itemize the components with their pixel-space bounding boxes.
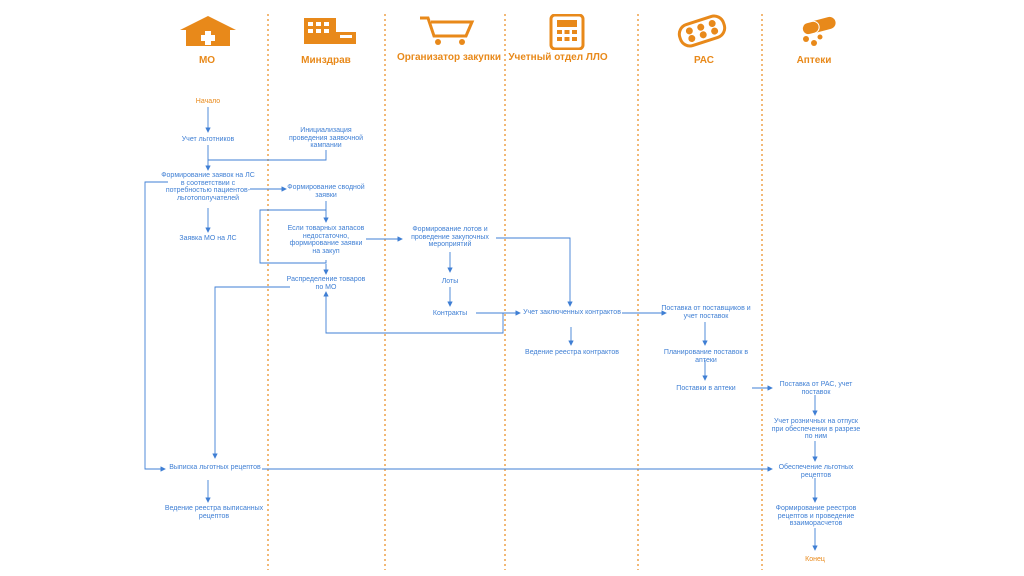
- node-end: Конец: [805, 556, 825, 563]
- node-form-lots: Формирование лотов и проведение закупочн…: [411, 226, 489, 248]
- pills-blister-icon: [677, 14, 727, 48]
- node-form-requests: Формирование заявок на ЛС в соответствии…: [161, 172, 255, 202]
- node-lots: Лоты: [441, 278, 459, 285]
- node-distribution-to-mo: Распределение товаров по МО: [286, 276, 366, 291]
- node-mo-request: Заявка МО на ЛС: [179, 235, 237, 242]
- node-start: Начало: [195, 98, 221, 105]
- lane-title-mo: МО: [198, 55, 216, 66]
- node-supply-from-ras: Поставка от РАС, учет поставок: [779, 381, 853, 396]
- capsule-pills-icon: [801, 16, 836, 46]
- lane-title-llo-accounting: Учетный отдел ЛЛО: [508, 52, 608, 63]
- node-contracts: Контракты: [432, 310, 468, 317]
- node-prescription-provision: Обеспечение льготных рецептов: [778, 464, 854, 479]
- node-registry-prescriptions: Ведение реестра выписанных рецептов: [164, 505, 264, 520]
- building-icon: [304, 18, 356, 44]
- node-registry-contracts: Ведение реестра контрактов: [525, 349, 619, 356]
- node-supply-account: Поставка от поставщиков и учет поставок: [661, 305, 751, 320]
- node-prescriptions: Выписка льготных рецептов: [169, 464, 261, 471]
- lane-title-minzdrav: Минздрав: [301, 55, 351, 66]
- lane-title-ras: РАС: [694, 55, 714, 66]
- lane-title-procurement: Организатор закупки: [396, 52, 502, 63]
- calculator-icon: [549, 14, 585, 50]
- node-init-request-campaign: Инициализация проведения заявочной кампа…: [288, 127, 364, 149]
- node-supply-to-pharmacies: Поставки в аптеки: [676, 385, 736, 392]
- node-summary-request: Формирование сводной заявки: [287, 184, 365, 199]
- hospital-icon: [180, 16, 236, 46]
- node-if-insufficient-stock: Если товарных запасов недостаточно, форм…: [287, 225, 365, 255]
- node-contracts-account: Учет заключенных контрактов: [523, 309, 621, 316]
- node-form-registers: Формирование реестров рецептов и проведе…: [775, 505, 857, 527]
- shopping-cart-icon: [420, 16, 475, 45]
- node-balance-account: Учет розничных на отпуск при обеспечении…: [771, 418, 861, 440]
- lane-title-pharmacies: Аптеки: [796, 55, 832, 66]
- node-plan-supply: Планирование поставок в аптеки: [663, 349, 749, 364]
- node-beneficiaries-account: Учет льготников: [181, 136, 235, 143]
